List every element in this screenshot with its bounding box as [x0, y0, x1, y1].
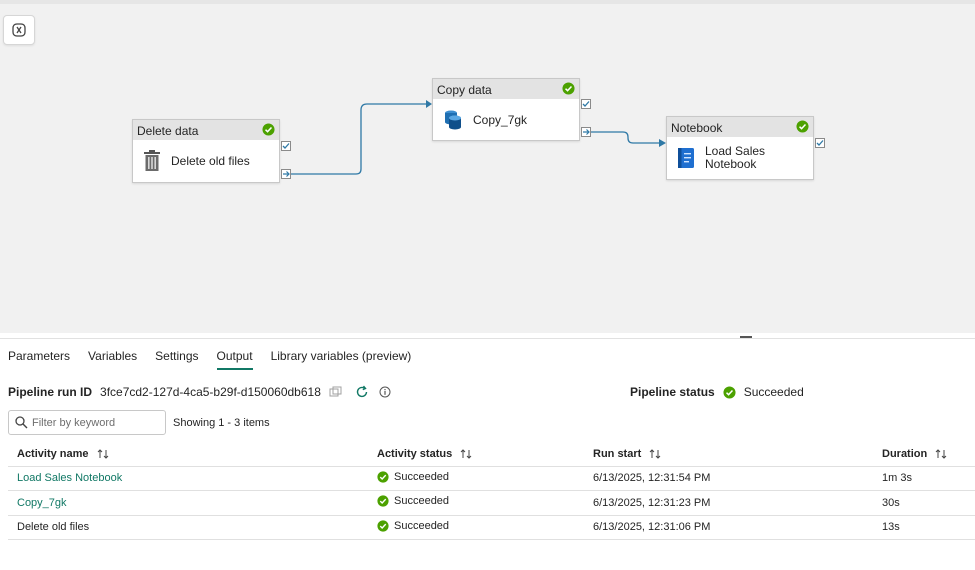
activity-name-link[interactable]: Load Sales Notebook — [17, 472, 123, 485]
edge-delete-to-copy — [290, 103, 427, 175]
check-circle-icon — [723, 385, 736, 399]
pipeline-run-row: Pipeline run ID 3fce7cd2-127d-4ca5-b29f-… — [8, 385, 391, 399]
activity-node-delete[interactable]: Delete data Delete old files — [132, 119, 280, 183]
info-button[interactable] — [379, 386, 391, 398]
canvas-top-strip — [0, 0, 975, 4]
arrow-right-icon — [283, 171, 290, 177]
copy-icon — [329, 386, 342, 397]
activity-name: Delete old files — [8, 515, 368, 540]
pipeline-status: Pipeline status Succeeded — [630, 385, 804, 399]
node-header: Copy data — [433, 79, 579, 99]
check-circle-icon — [377, 495, 389, 507]
column-activity-name[interactable]: Activity name — [8, 442, 368, 467]
checkmark-icon — [582, 101, 590, 107]
run-start: 6/13/2025, 12:31:23 PM — [584, 490, 873, 516]
notebook-icon — [678, 148, 694, 168]
completion-port-delete[interactable] — [281, 169, 291, 179]
column-duration[interactable]: Duration — [873, 442, 975, 467]
activity-node-copy[interactable]: Copy data Copy_7gk — [432, 78, 580, 141]
edge-arrow-notebook — [659, 139, 666, 147]
search-icon — [15, 416, 28, 429]
copilot-button[interactable] — [3, 15, 35, 45]
activity-status: Succeeded — [394, 519, 450, 532]
filter-input[interactable] — [32, 416, 162, 429]
node-title: Copy data — [437, 83, 492, 97]
copy-run-id-button[interactable] — [329, 386, 343, 398]
run-start: 6/13/2025, 12:31:54 PM — [584, 466, 873, 491]
tab-settings[interactable]: Settings — [155, 349, 199, 363]
run-id-label: Pipeline run ID — [8, 385, 93, 399]
output-panel: Parameters Variables Settings Output Lib… — [0, 338, 975, 570]
sort-icon — [97, 449, 108, 459]
duration: 13s — [873, 515, 975, 540]
trash-icon — [144, 150, 160, 171]
pipeline-status-value: Succeeded — [743, 385, 804, 399]
check-circle-icon — [377, 471, 389, 483]
run-start: 6/13/2025, 12:31:06 PM — [584, 515, 873, 540]
check-circle-icon — [377, 520, 389, 532]
column-activity-status[interactable]: Activity status — [368, 442, 584, 467]
pipeline-canvas[interactable]: Delete data Delete old files Copy data — [0, 0, 975, 333]
database-icon — [445, 110, 461, 129]
success-port-delete[interactable] — [281, 141, 291, 151]
copilot-icon — [12, 23, 26, 37]
activity-runs-table: Activity name Activity status Run start … — [8, 442, 975, 540]
success-port-copy[interactable] — [581, 99, 591, 109]
node-label-line2: Notebook — [705, 157, 757, 171]
check-circle-icon — [796, 120, 809, 133]
node-label-line1: Load Sales — [705, 144, 766, 158]
success-port-notebook[interactable] — [815, 138, 825, 148]
panel-tabs: Parameters Variables Settings Output Lib… — [8, 349, 429, 370]
refresh-icon — [356, 385, 368, 398]
edge-copy-to-notebook — [590, 131, 660, 144]
info-icon — [379, 386, 391, 398]
tab-library-variables[interactable]: Library variables (preview) — [270, 349, 412, 363]
table-header-row: Activity name Activity status Run start … — [8, 442, 975, 467]
activity-status: Succeeded — [394, 470, 450, 483]
completion-port-copy[interactable] — [581, 127, 591, 137]
node-title: Notebook — [671, 121, 723, 135]
filter-box — [8, 410, 166, 435]
check-circle-icon — [262, 123, 275, 136]
duration: 30s — [873, 490, 975, 516]
node-label: Copy_7gk — [473, 112, 528, 127]
node-label: Delete old files — [171, 154, 250, 168]
check-circle-icon — [562, 82, 575, 95]
edge-arrow-copy — [426, 100, 432, 108]
node-header: Notebook — [667, 117, 813, 137]
pipeline-status-label: Pipeline status — [630, 385, 715, 399]
tab-output[interactable]: Output — [216, 349, 253, 370]
refresh-button[interactable] — [355, 385, 369, 399]
panel-splitter-handle[interactable] — [740, 336, 752, 338]
items-count: Showing 1 - 3 items — [173, 417, 270, 429]
table-row: Delete old files Succeeded 6/13/2025, 12… — [8, 515, 975, 540]
run-id-value: 3fce7cd2-127d-4ca5-b29f-d150060db618 — [100, 385, 321, 399]
tab-parameters[interactable]: Parameters — [8, 349, 71, 363]
sort-icon — [460, 449, 472, 459]
node-header: Delete data — [133, 120, 279, 140]
checkmark-icon — [282, 143, 290, 149]
duration: 1m 3s — [873, 466, 975, 491]
pipeline-edges — [290, 100, 666, 175]
activity-name-link[interactable]: Copy_7gk — [17, 496, 67, 509]
table-row: Copy_7gk Succeeded 6/13/2025, 12:31:23 P… — [8, 490, 975, 516]
table-row: Load Sales Notebook Succeeded 6/13/2025,… — [8, 466, 975, 491]
activity-status: Succeeded — [394, 495, 450, 508]
arrow-right-icon — [583, 129, 590, 135]
sort-icon — [935, 449, 947, 459]
column-run-start[interactable]: Run start — [584, 442, 873, 467]
checkmark-icon — [816, 140, 824, 146]
tab-variables[interactable]: Variables — [88, 349, 138, 363]
activity-node-notebook[interactable]: Notebook Load Sales Notebook — [666, 116, 814, 180]
sort-icon — [649, 449, 661, 459]
node-title: Delete data — [137, 124, 199, 138]
